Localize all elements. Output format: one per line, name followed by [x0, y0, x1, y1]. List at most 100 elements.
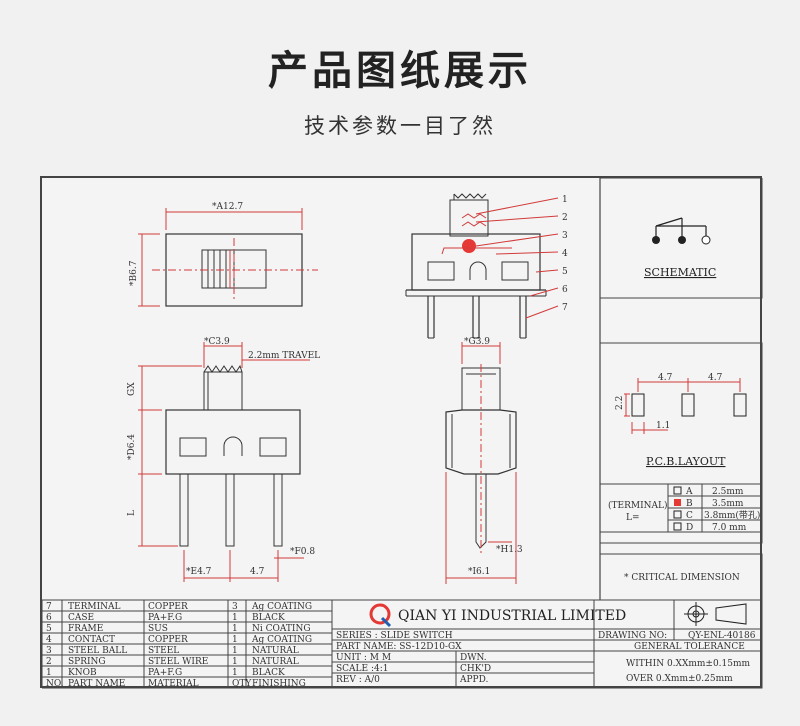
schematic: SCHEMATIC [644, 217, 716, 279]
bom-cell-material: COPPER [148, 602, 188, 612]
dwn: DWN. [460, 653, 487, 663]
bom-cell-no: 4 [46, 635, 52, 645]
schematic-box [599, 178, 763, 299]
bom-cell-no: 5 [46, 624, 52, 634]
company-logo-icon [369, 603, 392, 628]
term-val-b: 3.5mm [712, 499, 744, 509]
bom-cell-no: 1 [46, 668, 52, 678]
term-code-d: D [686, 523, 693, 533]
callout-2: 2 [562, 213, 568, 223]
drawing-canvas: *A12.7 *B6.7 [42, 178, 763, 689]
callout-3: 3 [562, 231, 568, 241]
bom-cell-finish: Ag COATING [251, 602, 312, 612]
dim-e2: 4.7 [250, 567, 265, 577]
dim-h: *H1.3 [496, 545, 523, 555]
bom-cell-part: STEEL BALL [68, 646, 127, 656]
bom-cell-part: CONTACT [68, 635, 115, 645]
bom-cell-part: CASE [68, 613, 94, 623]
steel-ball-marker [462, 239, 476, 253]
bom-cell-qty: 1 [232, 668, 238, 678]
dim-c: *C3.9 [204, 337, 230, 347]
dim-f: *F0.8 [290, 547, 315, 557]
bom-cell-qty: 1 [232, 635, 238, 645]
pcb-label: P.C.B.LAYOUT [646, 455, 726, 468]
term-val-d: 7.0 mm [712, 523, 747, 533]
drawing-no-label: DRAWING NO: [598, 631, 667, 641]
bom-header-no: NO. [46, 679, 64, 689]
bom-cell-material: STEEL [148, 646, 179, 656]
dim-i: *I6.1 [468, 567, 490, 577]
pcb-d2: 4.7 [708, 373, 723, 383]
bom-cell-qty: 3 [232, 602, 238, 612]
dim-e: *E4.7 [186, 567, 212, 577]
callout-6: 6 [562, 285, 568, 295]
front-view-exploded: 1 2 3 4 5 6 7 [405, 193, 568, 339]
drawing-no: QY-ENL-40186 [688, 631, 756, 641]
dim-a: *A12.7 [212, 202, 243, 212]
bom-cell-finish: NATURAL [252, 646, 299, 656]
pcb-d4: 1.1 [656, 421, 670, 431]
bom-cell-qty: 1 [232, 624, 238, 634]
bom-cell-no: 7 [46, 602, 52, 612]
chkd: CHK'D [460, 664, 491, 674]
terminal-table: (TERMINAL) L= A B C D 2.5mm 3.5mm 3.8mm(… [599, 483, 763, 533]
tolerance-within: WITHIN 0.XXmm±0.15mm [626, 659, 751, 669]
series: SERIES : SLIDE SWITCH [336, 631, 453, 641]
bom-cell-no: 6 [46, 613, 52, 623]
rev: REV : A/0 [336, 675, 380, 685]
dim-travel: 2.2mm TRAVEL [248, 351, 320, 361]
term-val-a: 2.5mm [712, 487, 744, 497]
unit: UNIT : M M [336, 653, 391, 663]
appd: APPD. [459, 675, 489, 685]
bom-cell-part: TERMINAL [68, 602, 120, 612]
bom-cell-qty: 1 [232, 613, 238, 623]
callout-4: 4 [562, 249, 568, 259]
bom-cell-finish: Ni COATING [252, 624, 311, 634]
top-view: *A12.7 *B6.7 [129, 202, 318, 307]
company-name: QIAN YI INDUSTRIAL LIMITED [398, 608, 626, 624]
bom-cell-no: 3 [46, 646, 52, 656]
dim-gx: GX [127, 382, 137, 396]
terminal-label: (TERMINAL) [608, 500, 668, 511]
title-block: QIAN YI INDUSTRIAL LIMITED SERIES : SLID… [331, 599, 763, 689]
bom-cell-finish: Ag COATING [251, 635, 312, 645]
drawing-sheet: *A12.7 *B6.7 [40, 176, 763, 689]
callout-1: 1 [562, 195, 568, 205]
part-name: PART NAME: SS-12D10-GX [336, 642, 462, 652]
page-title: 产品图纸展示 [268, 48, 532, 94]
bom-header-part: PART NAME [68, 679, 125, 689]
tolerance-over: OVER 0.Xmm±0.25mm [626, 674, 733, 684]
bom-cell-finish: BLACK [252, 668, 285, 678]
side-view: *G3.9 *H1.3 *I6.1 [445, 337, 523, 584]
bom-cell-part: KNOB [68, 668, 97, 678]
projection-symbol-icon [684, 602, 747, 626]
bom-cell-material: COPPER [148, 635, 188, 645]
bom-cell-qty: 1 [232, 657, 238, 667]
callout-5: 5 [562, 267, 568, 277]
bom-header-material: MATERIAL [148, 679, 199, 689]
pcb-layout: 4.7 4.7 2.2 1.1 P.C.B.LAYOUT [615, 373, 747, 468]
pcb-d3: 2.2 [615, 396, 625, 410]
bom-header-finish: FINISHING [252, 679, 306, 689]
critical-note: * CRITICAL DIMENSION [624, 573, 740, 583]
bom-cell-finish: NATURAL [252, 657, 299, 667]
tolerance-heading: GENERAL TOLERANCE [634, 642, 745, 652]
pcb-box [599, 342, 763, 544]
bom-cell-qty: 1 [232, 646, 238, 656]
bom-cell-part: FRAME [68, 624, 103, 634]
bom-cell-no: 2 [46, 657, 52, 667]
dim-d: *D6.4 [127, 434, 137, 460]
callout-7: 7 [562, 303, 568, 313]
term-val-c: 3.8mm(带孔) [704, 510, 760, 521]
terminal-l: L= [626, 513, 640, 523]
schematic-label: SCHEMATIC [644, 266, 716, 279]
dim-b: *B6.7 [129, 260, 139, 286]
bom-header-qty: QTY [232, 679, 252, 689]
dim-g: *G3.9 [464, 337, 490, 347]
bom-cell-finish: BLACK [252, 613, 285, 623]
bom-cell-material: PA+F.G [148, 613, 182, 623]
dim-l: L [127, 510, 137, 516]
page-subtitle: 技术参数一目了然 [304, 114, 496, 138]
front-view: *C3.9 2.2mm TRAVEL GX *D6.4 L *E4.7 4.7 … [127, 337, 320, 582]
bom-cell-material: PA+F.G [148, 668, 182, 678]
